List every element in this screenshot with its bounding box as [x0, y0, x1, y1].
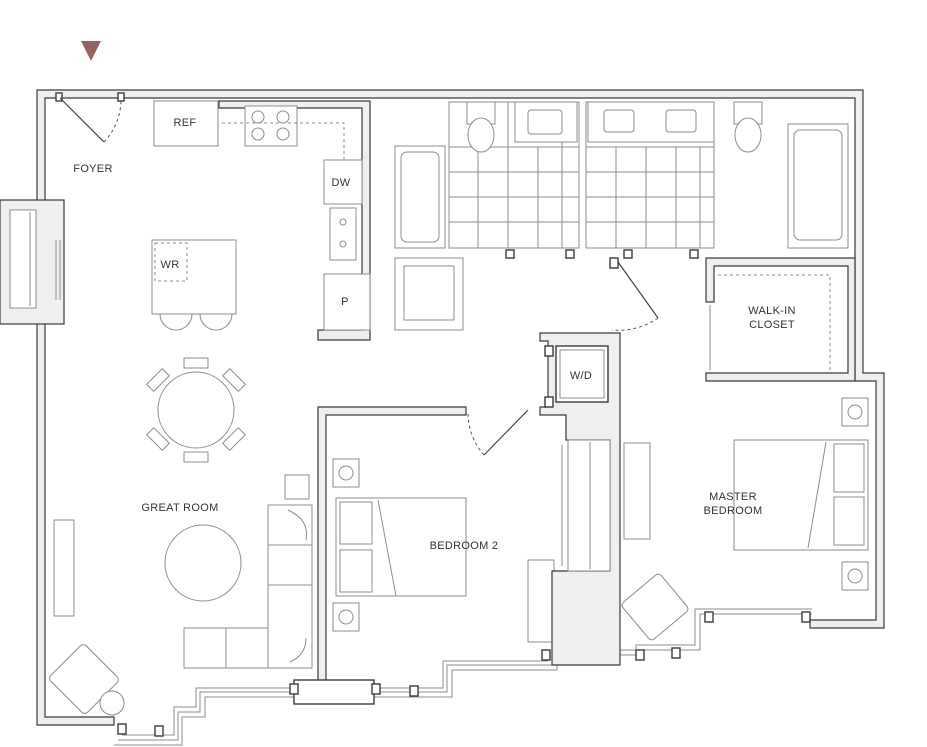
exterior-wall-bottom-2 [122, 660, 548, 736]
floor-lamp [99, 690, 125, 716]
laundry-core-wall [539, 332, 621, 666]
entry-door-swing [103, 97, 122, 143]
walk-in-closet-wall [705, 257, 856, 382]
bedroom-2-closet [567, 439, 611, 572]
bedroom-2-label: BEDROOM 2 [430, 540, 499, 552]
master-nightstand-1 [841, 397, 869, 427]
dining-table [157, 371, 235, 449]
master-nightstand-2 [841, 561, 869, 591]
washer-dryer [555, 345, 609, 403]
coffee-table [164, 524, 242, 602]
exterior-wall [36, 89, 885, 726]
kitchen-sink [329, 207, 357, 261]
master-bath-door-leaf [617, 261, 659, 319]
dishwasher [323, 159, 363, 205]
bedroom-2-dresser [527, 559, 555, 643]
exterior-wall-bottom-inner [118, 608, 812, 741]
entry-door-jamb [55, 92, 63, 102]
walk-in-closet-label-2: CLOSET [749, 319, 795, 331]
pantry [323, 273, 371, 331]
master-bedroom-label-2: BEDROOM [704, 505, 763, 517]
master-bedroom-label-1: MASTER [709, 491, 757, 503]
bay-window [9, 209, 37, 309]
walk-in-closet-label-1: WALK-IN [748, 305, 796, 317]
master-dresser [623, 442, 651, 540]
media-console [53, 519, 75, 617]
dw-label: DW [332, 177, 351, 189]
pantry-label: P [341, 296, 349, 308]
kitchen-island [151, 239, 237, 315]
bedroom-2-door-leaf [483, 409, 529, 456]
ref-label: REF [174, 117, 197, 129]
refrigerator [153, 100, 219, 147]
entry-door-leaf [59, 97, 105, 143]
great-room-label: GREAT ROOM [141, 502, 218, 514]
side-table [284, 474, 310, 500]
foyer-label: FOYER [73, 163, 112, 175]
wine-fridge-label: WR [161, 259, 180, 271]
nightstand-2 [332, 602, 360, 632]
master-armchair [621, 573, 689, 641]
nightstand-1 [332, 458, 360, 488]
washer-dryer-label: W/D [570, 370, 592, 382]
exterior-wall-bottom [114, 613, 812, 746]
orientation-marker-icon [81, 41, 101, 61]
range-cooktop [244, 105, 298, 147]
